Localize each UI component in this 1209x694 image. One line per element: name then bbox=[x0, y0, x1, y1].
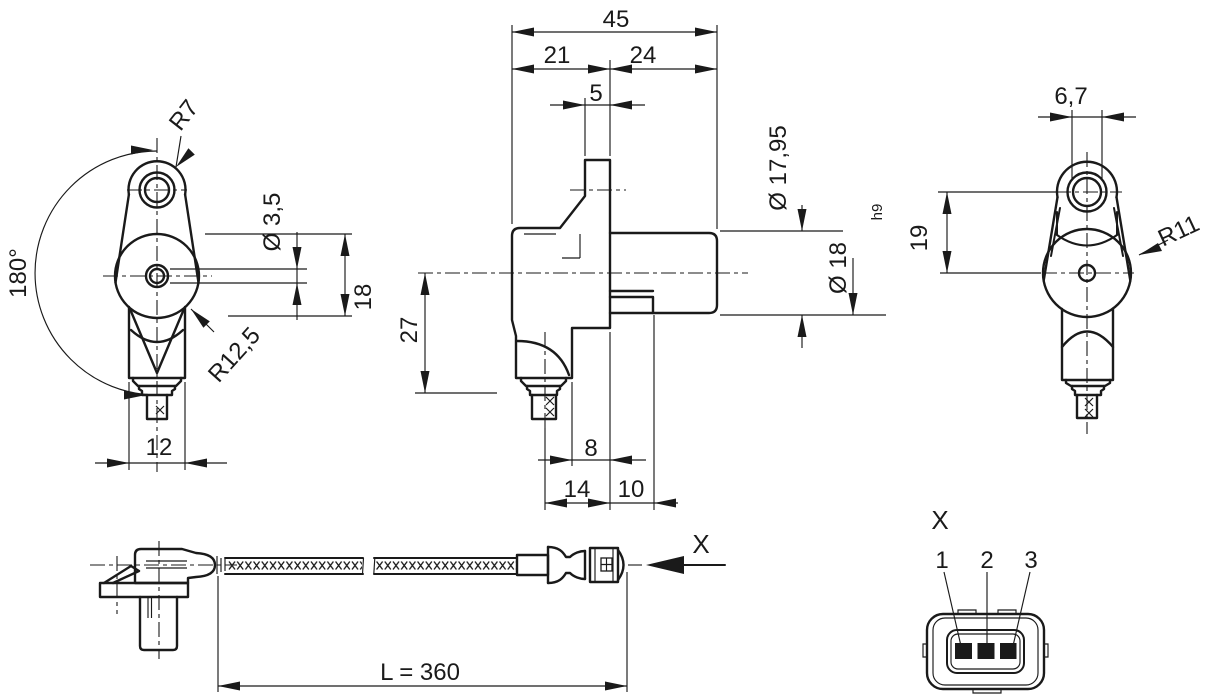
back-radius-label: R11 bbox=[1154, 210, 1204, 252]
side-view-dimension-lines bbox=[415, 25, 886, 510]
cable-length-dimension bbox=[217, 572, 628, 692]
side-view-outline bbox=[510, 158, 719, 421]
front-view-outline bbox=[113, 160, 201, 421]
side-snout-tolerance-label: h9 bbox=[869, 204, 886, 221]
back-view-centerlines bbox=[1042, 152, 1134, 434]
cable-sensor-details bbox=[146, 556, 226, 618]
cable-braid-left bbox=[228, 559, 362, 573]
cable-braid-right bbox=[374, 559, 516, 573]
view-direction-label: X bbox=[692, 529, 709, 559]
cable-connector-details bbox=[594, 548, 614, 582]
cable-view-arrows bbox=[218, 556, 684, 691]
cable-view: X L = 360 bbox=[90, 529, 726, 692]
side-snout-dia-label: Ø 17,95 bbox=[765, 125, 792, 210]
side-snout-dia-nominal-label: Ø 18 bbox=[825, 242, 852, 294]
pin-shroud-inner bbox=[950, 633, 1021, 670]
back-view-wall-lines bbox=[1050, 207, 1124, 257]
front-height-label: 18 bbox=[350, 284, 377, 311]
side-width-left-label: 21 bbox=[544, 42, 571, 69]
cable-sensor-body bbox=[98, 547, 217, 652]
pin3-label: 3 bbox=[1024, 547, 1037, 574]
front-hole-label: Ø 3,5 bbox=[259, 193, 286, 252]
back-hole-centers-label: 19 bbox=[906, 225, 933, 252]
front-sweep-label: 180° bbox=[5, 248, 32, 298]
cable bbox=[224, 557, 518, 575]
side-dim10-label: 10 bbox=[618, 476, 645, 503]
back-view: 6,7 19 R11 bbox=[906, 83, 1204, 434]
pin-3 bbox=[1000, 643, 1017, 659]
pin-2 bbox=[977, 643, 995, 659]
back-view-arrows bbox=[942, 112, 1162, 273]
side-view-centerlines bbox=[418, 189, 748, 428]
back-slot-width-label: 6,7 bbox=[1054, 83, 1087, 110]
cable-length-label: L = 360 bbox=[380, 659, 460, 686]
cable-view-centerlines bbox=[90, 541, 642, 659]
pin2-label: 2 bbox=[980, 547, 993, 574]
connector-detail: X 1 2 3 bbox=[922, 505, 1049, 694]
front-fillet-label: R7 bbox=[164, 95, 204, 136]
side-view: 45 21 24 5 27 8 14 10 Ø 17,95 Ø 18 h9 bbox=[396, 6, 886, 510]
housing-outer-wall bbox=[925, 612, 1046, 691]
side-view-details bbox=[524, 233, 581, 417]
front-view-centerlines bbox=[103, 138, 212, 472]
connector-detail-title: X bbox=[931, 505, 948, 535]
back-view-outline bbox=[1041, 160, 1133, 420]
housing-inner-wall bbox=[932, 617, 1039, 686]
side-depth-label: 27 bbox=[396, 317, 423, 344]
side-dim8-label: 8 bbox=[584, 435, 597, 462]
pin-shroud-outer bbox=[946, 629, 1025, 674]
connector-housing bbox=[922, 609, 1049, 694]
front-view-dimension-lines bbox=[34, 135, 352, 470]
front-radius-label: R12,5 bbox=[203, 322, 266, 388]
pin1-label: 1 bbox=[935, 547, 948, 574]
front-view-details bbox=[155, 405, 165, 415]
back-view-details bbox=[1084, 397, 1094, 418]
front-view: R7 180° Ø 3,5 18 R12,5 12 bbox=[5, 95, 377, 472]
front-width-label: 12 bbox=[146, 434, 173, 461]
front-view-arrows bbox=[107, 145, 350, 468]
side-view-arrows bbox=[420, 27, 858, 508]
pin-1 bbox=[955, 643, 972, 659]
side-width-right-label: 24 bbox=[630, 42, 657, 69]
housing-latch-tabs bbox=[922, 609, 1049, 694]
cable-connector bbox=[515, 545, 625, 585]
side-overall-width-label: 45 bbox=[603, 6, 630, 33]
side-dim14-label: 14 bbox=[564, 476, 591, 503]
side-ear-thickness-label: 5 bbox=[589, 80, 602, 107]
